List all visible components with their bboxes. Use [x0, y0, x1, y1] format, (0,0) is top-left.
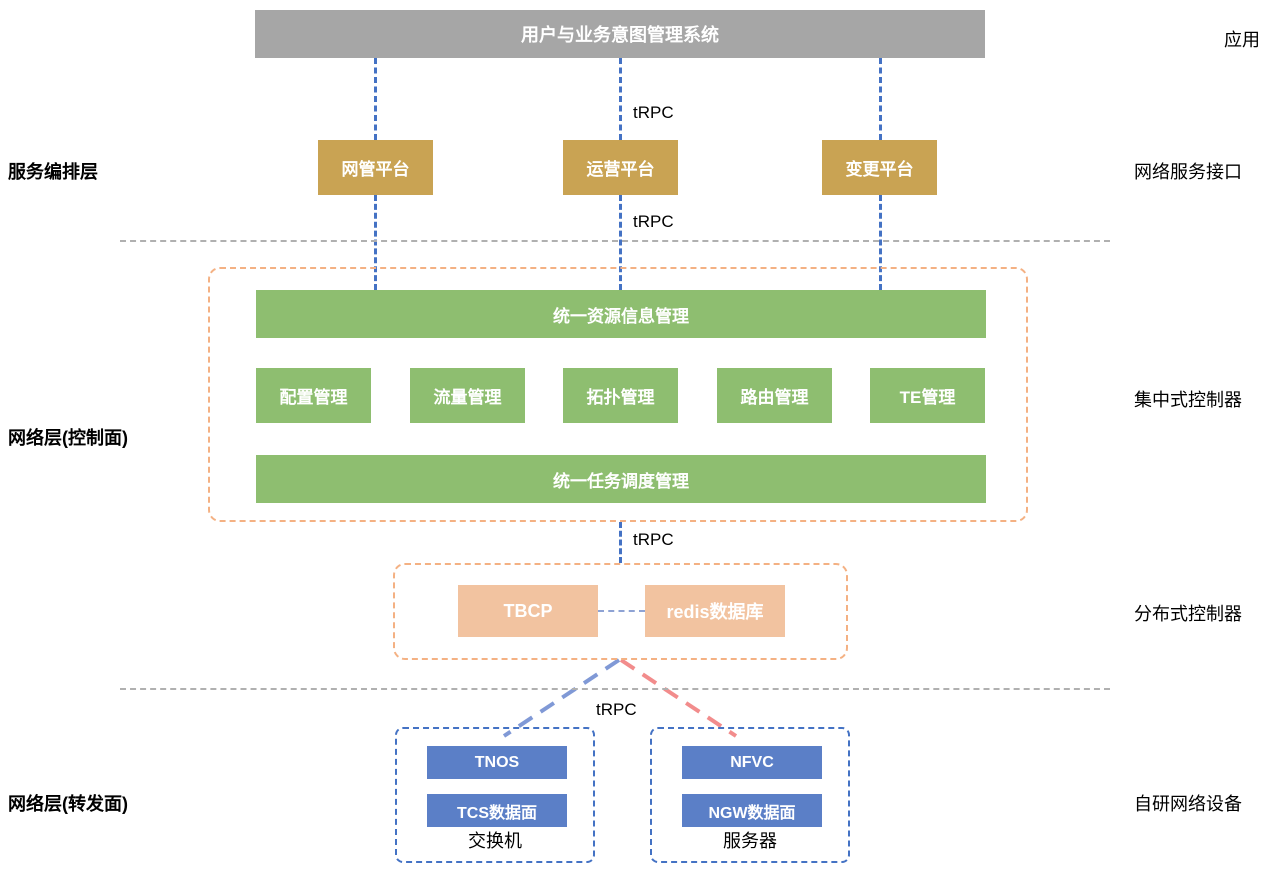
intent-management-system-bar: 用户与业务意图管理系统	[255, 10, 985, 58]
label-self-developed-network-devices: 自研网络设备	[1134, 794, 1242, 814]
server-device-container: NFVC NGW数据面 服务器	[650, 727, 850, 863]
module-box-te-mgmt: TE管理	[870, 368, 985, 423]
connector-line-nms-controller	[374, 195, 377, 290]
connector-line-to-server	[619, 658, 738, 738]
layer-divider-top	[120, 240, 1110, 242]
module-box-traffic-mgmt: 流量管理	[410, 368, 525, 423]
module-box-config-mgmt: 配置管理	[256, 368, 371, 423]
unified-task-mgmt-bar: 统一任务调度管理	[256, 455, 986, 503]
label-service-orchestration-layer: 服务编排层	[8, 162, 98, 182]
nfvc-box: NFVC	[682, 746, 822, 779]
platform-box-network-management: 网管平台	[318, 140, 433, 195]
tbcp-box: TBCP	[458, 585, 598, 637]
redis-db-box: redis数据库	[645, 585, 785, 637]
platform-box-operations: 运营平台	[563, 140, 678, 195]
connector-line-tbcp-redis	[598, 610, 645, 612]
label-network-layer-control-plane: 网络层(控制面)	[8, 428, 128, 448]
layer-divider-bottom	[120, 688, 1110, 690]
trpc-label-lower-mid: tRPC	[633, 530, 674, 549]
label-centralized-controller: 集中式控制器	[1134, 390, 1242, 410]
connector-line-system-ops	[619, 58, 622, 140]
label-distributed-controller: 分布式控制器	[1134, 604, 1242, 624]
trpc-label-upper-mid: tRPC	[633, 212, 674, 231]
platform-box-change: 变更平台	[822, 140, 937, 195]
module-box-topology-mgmt: 拓扑管理	[563, 368, 678, 423]
label-network-layer-forwarding-plane: 网络层(转发面)	[8, 794, 128, 814]
label-network-service-interface: 网络服务接口	[1134, 162, 1242, 182]
connector-line-to-switch	[502, 658, 621, 738]
ngw-data-plane-box: NGW数据面	[682, 794, 822, 827]
connector-line-system-nms	[374, 58, 377, 140]
server-caption: 服务器	[723, 831, 777, 851]
centralized-controller-container	[208, 267, 1028, 522]
connector-line-system-change	[879, 58, 882, 140]
tcs-data-plane-box: TCS数据面	[427, 794, 567, 827]
trpc-label-bottom: tRPC	[596, 700, 637, 719]
switch-device-container: TNOS TCS数据面 交换机	[395, 727, 595, 863]
connector-line-change-controller	[879, 195, 882, 290]
connector-line-controller-distributed	[619, 522, 622, 563]
distributed-controller-container	[393, 563, 848, 660]
switch-caption: 交换机	[468, 831, 522, 851]
label-application: 应用	[1224, 30, 1260, 50]
module-box-routing-mgmt: 路由管理	[717, 368, 832, 423]
unified-resource-mgmt-bar: 统一资源信息管理	[256, 290, 986, 338]
connector-line-ops-controller	[619, 195, 622, 290]
tnos-box: TNOS	[427, 746, 567, 779]
trpc-label-top: tRPC	[633, 103, 674, 122]
